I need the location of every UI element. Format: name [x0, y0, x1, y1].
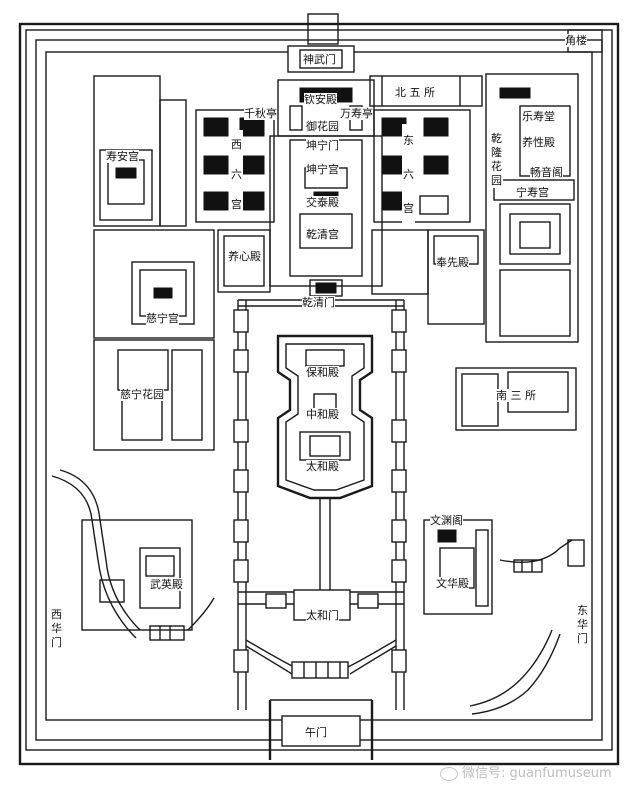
qinandian-label: 钦安殿	[304, 93, 337, 106]
fengxiandian-label: 奉先殿	[436, 256, 469, 269]
qianqinggong-label: 乾清宫	[306, 228, 339, 241]
zhonghedian-label: 中和殿	[306, 408, 339, 421]
xiliugong-label: 西六宫	[230, 130, 243, 220]
watermark: 微信号: guanfumuseum	[440, 762, 612, 781]
yuhuayuan-label: 御花园	[306, 120, 339, 133]
beiwusuo-label: 北 五 所	[395, 86, 435, 99]
kunningmen-label: 坤宁门	[306, 139, 339, 152]
ningshougong-label: 宁寿宫	[516, 186, 549, 199]
east-side-buildings	[371, 73, 579, 343]
yangxindian-label: 养心殿	[228, 250, 261, 263]
watermark-text: 微信号: guanfumuseum	[462, 766, 612, 781]
north-gate-shape	[287, 13, 355, 73]
central-corridors	[233, 299, 407, 710]
baohedian-label: 保和殿	[306, 366, 339, 379]
wanchunting-label: 万寿亭	[340, 107, 373, 120]
dongliugong-label: 东六宫	[402, 124, 415, 226]
wuying-area	[51, 469, 215, 639]
south-gate-label: 午门	[305, 726, 327, 739]
kunninggong-label: 坤宁宫	[306, 163, 339, 176]
east-lower-area	[423, 367, 585, 715]
north-five-houses	[369, 75, 483, 107]
taihedian-label: 太和殿	[306, 460, 339, 473]
north-gate-label: 神武门	[303, 53, 336, 66]
cininggong-label: 慈宁宫	[146, 312, 179, 325]
west-gate-label: 西华门	[50, 608, 63, 650]
wuyingdian-label: 武英殿	[150, 578, 183, 591]
wenyuange-label: 文渊阁	[430, 514, 463, 527]
six-palaces	[195, 109, 471, 223]
outer-court-halls	[276, 334, 374, 500]
changyinge-label: 畅音阁	[530, 166, 563, 179]
jiaotaidian-label: 交泰殿	[306, 196, 339, 209]
yangxingdian-label: 养性殿	[522, 136, 555, 149]
corner-tower-label: 角楼	[565, 34, 587, 47]
qianqingmen-label: 乾清门	[302, 296, 335, 309]
shouangong-label: 寿安宫	[106, 150, 139, 163]
leshoutang-label: 乐寿堂	[522, 110, 555, 123]
taihemen-label: 太和门	[306, 609, 339, 622]
east-gate-label: 东华门	[576, 604, 589, 646]
qianqiuting-label: 千秋亭	[244, 107, 277, 120]
wenhuadian-label: 文华殿	[436, 577, 469, 590]
cininghuayuan-label: 慈宁花园	[120, 388, 164, 401]
qianlonghuayuan-label: 乾隆花园	[490, 132, 503, 188]
wechat-icon	[440, 766, 458, 781]
nansansuo-label: 南 三 所	[496, 389, 536, 402]
